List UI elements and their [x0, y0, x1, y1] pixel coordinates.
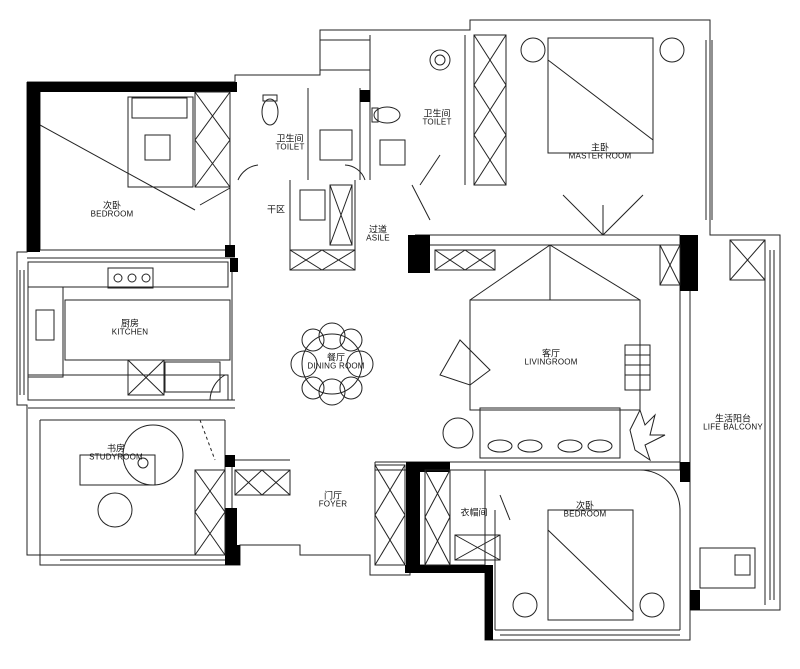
- door-swings: [199, 154, 511, 521]
- balcony-fixtures: [629, 408, 756, 589]
- wall-segment: [225, 545, 240, 565]
- wall-segment: [230, 258, 238, 272]
- wall-segment: [680, 462, 690, 482]
- wall-segment: [27, 82, 40, 252]
- room-cn: 卫生间: [423, 108, 451, 119]
- wall-segment: [420, 462, 450, 472]
- kitchen-counters: [27, 261, 231, 401]
- room-en: MASTER ROOM: [568, 151, 632, 161]
- room-label-closet: 衣帽间: [460, 507, 488, 518]
- room-cn: 衣帽间: [460, 507, 488, 518]
- room-en: BEDROOM: [563, 509, 607, 519]
- wall-segment: [27, 82, 237, 92]
- room-cn: 次卧: [102, 200, 121, 211]
- room-en: BEDROOM: [90, 209, 134, 219]
- room-en: FOYER: [318, 499, 348, 509]
- room-en: KITCHEN: [111, 327, 149, 337]
- room-cn: 次卧: [575, 500, 594, 511]
- room-cn: 书房: [106, 443, 125, 454]
- room-label-dry-area: 干区: [266, 204, 286, 215]
- living-furniture: [439, 244, 651, 459]
- room-cn: 卫生间: [276, 133, 304, 144]
- room-label-study: 书房 STUDYROOM: [89, 443, 143, 462]
- room-label-toilet-1: 卫生间 TOILET: [275, 133, 305, 152]
- room-en: STUDYROOM: [89, 452, 143, 462]
- room-label-bedroom-s: 次卧 BEDROOM: [563, 500, 607, 519]
- wall-segment: [225, 455, 235, 467]
- room-label-dining: 餐厅 DINING ROOM: [307, 352, 365, 371]
- room-en: ASILE: [366, 233, 390, 243]
- room-cn: 生活阳台: [714, 413, 752, 424]
- room-label-foyer: 门厅 FOYER: [318, 490, 348, 509]
- toilet-fixtures: [261, 49, 451, 221]
- room-cn: 厨房: [120, 318, 140, 329]
- room-label-toilet-2: 卫生间 TOILET: [422, 108, 452, 127]
- wall-segment: [408, 235, 430, 273]
- cabinets: [127, 34, 766, 566]
- room-cn: 餐厅: [326, 352, 345, 363]
- room-en: LIFE BALCONY: [703, 422, 763, 432]
- room-label-kitchen: 厨房 KITCHEN: [111, 318, 149, 337]
- room-cn: 干区: [266, 204, 286, 215]
- wall-segment: [225, 245, 235, 257]
- room-cn: 客厅: [541, 348, 560, 359]
- wall-segment: [690, 590, 700, 610]
- room-en: TOILET: [422, 117, 452, 127]
- wall-segment: [360, 90, 370, 102]
- room-en: TOILET: [275, 142, 305, 152]
- room-label-living: 客厅 LIVINGROOM: [524, 348, 578, 367]
- master-bed: [520, 37, 685, 236]
- room-cn: 门厅: [323, 490, 342, 501]
- room-label-bedroom-nw: 次卧 BEDROOM: [90, 200, 134, 219]
- bedroom-s-furniture: [512, 469, 681, 621]
- dining-set: [290, 322, 374, 406]
- room-en: LIVINGROOM: [524, 357, 578, 367]
- room-label-aisle: 过道 ASILE: [366, 224, 390, 243]
- wall-segment: [405, 565, 485, 573]
- wall-segment: [485, 565, 493, 640]
- study-furniture: [79, 419, 216, 528]
- room-label-balcony: 生活阳台 LIFE BALCONY: [703, 413, 763, 432]
- room-label-master: 主卧 MASTER ROOM: [568, 142, 632, 161]
- room-en: DINING ROOM: [307, 361, 365, 371]
- bedroom-nw-furniture: [39, 96, 196, 211]
- wall-segment: [406, 462, 420, 572]
- room-cn: 过道: [368, 224, 387, 235]
- room-cn: 主卧: [590, 142, 609, 153]
- wall-segment: [680, 235, 698, 291]
